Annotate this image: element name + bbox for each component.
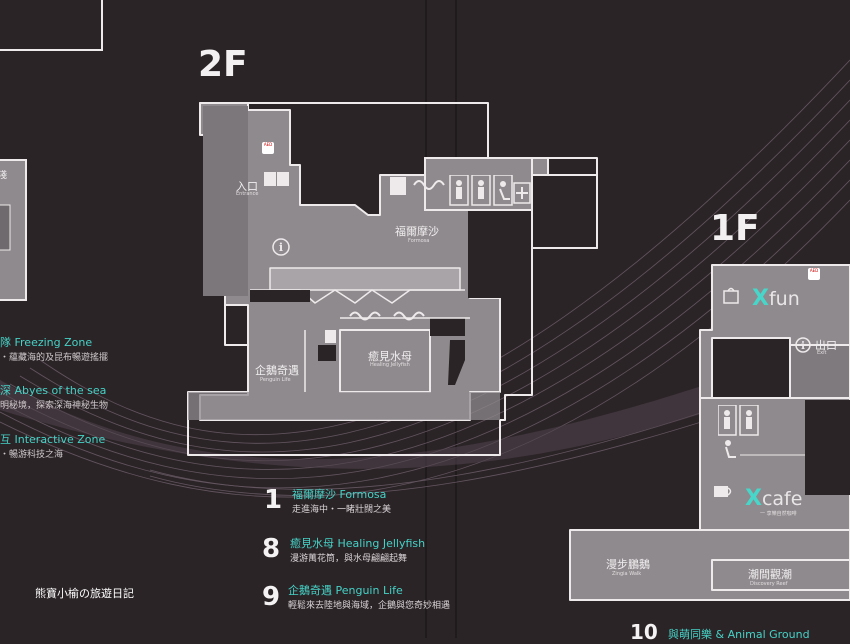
- zingia-label-en: Zingia Walk: [612, 571, 642, 577]
- jellyfish-label-en: Healing Jellyfish: [370, 362, 410, 368]
- cafe-sub: 一 享樂自然咖啡: [760, 511, 797, 517]
- svg-text:i: i: [279, 241, 283, 254]
- entrance-label: 入口: [236, 180, 258, 193]
- legend-desc: 輕鬆來去陸地與海域，企鵝與您奇妙相遇: [288, 601, 451, 611]
- legend-number: 8: [262, 534, 281, 564]
- legend-title: 福爾摩沙 Formosa: [292, 488, 387, 501]
- legend-title: 與萌同樂 & Animal Ground: [668, 628, 810, 641]
- entrance-label-en: Entrance: [236, 191, 259, 197]
- legend-number: 10: [630, 620, 658, 644]
- service-icons: [264, 172, 289, 186]
- zone-abyss-desc: 明秘境，探索深海神秘生物: [0, 401, 109, 411]
- toilet-icon: [718, 405, 759, 458]
- partial-room-label: 淺: [0, 171, 8, 181]
- legend-number: 9: [262, 582, 281, 612]
- xfun-brand: Xfun: [752, 286, 800, 311]
- discovery-label: 潮間觀潮: [748, 568, 792, 581]
- penguin-label: 企鵝奇遇: [255, 364, 299, 377]
- floor-label-2f: 2F: [198, 44, 248, 85]
- svg-text:i: i: [801, 341, 805, 352]
- zone-freezing: 隊 Freezing Zone: [0, 336, 93, 349]
- legend-title: 癒見水母 Healing Jellyfish: [290, 537, 426, 550]
- discovery-label-en: Discovery Reef: [750, 581, 788, 587]
- aed-icon: AED: [808, 268, 820, 280]
- aed-icon: AED: [262, 142, 274, 154]
- watermark-text: 熊寶小榆の旅遊日記: [35, 587, 134, 600]
- legend-number: 1: [264, 485, 283, 515]
- stairs-icon: [349, 311, 425, 321]
- zone-interactive: 互 Interactive Zone: [0, 433, 106, 446]
- coffee-cup-icon: [714, 486, 732, 497]
- facility-icons-2f: [390, 175, 531, 206]
- legend-desc: 走進海中・一睹壯闊之美: [292, 505, 392, 515]
- jellyfish-label: 癒見水母: [368, 350, 412, 363]
- zone-interactive-desc: ・暢游科技之海: [0, 450, 64, 460]
- elevator-icon: [325, 330, 336, 343]
- exit-label: 出口: [815, 339, 837, 352]
- legend-title: 企鵝奇遇 Penguin Life: [288, 584, 403, 597]
- info-icon: i: [272, 238, 290, 256]
- exit-label-en: Exit: [817, 350, 827, 356]
- penguin-label-en: Penguin Life: [260, 377, 291, 383]
- zone-freezing-desc: ・蘊藏海的及昆布暢遊搖擺: [0, 353, 109, 363]
- partial-floor-map: [0, 0, 103, 301]
- wheelchair-icon: [725, 440, 731, 446]
- floor-label-1f: 1F: [710, 208, 760, 249]
- legend-desc: 漫游萬花筒，與水母翩翩起舞: [290, 554, 408, 564]
- formosa-label-en: Formosa: [408, 238, 430, 244]
- shop-bag-icon: [723, 287, 739, 304]
- elevator-icon: [390, 177, 406, 195]
- zingia-label: 漫步鵬鵝: [606, 558, 650, 571]
- formosa-label: 福爾摩沙: [395, 225, 439, 238]
- xcafe-brand: Xcafe: [745, 486, 803, 511]
- info-icon: i: [795, 337, 811, 353]
- zone-abyss: 深 Abyes of the sea: [0, 384, 107, 397]
- stairs-icon: [413, 180, 445, 190]
